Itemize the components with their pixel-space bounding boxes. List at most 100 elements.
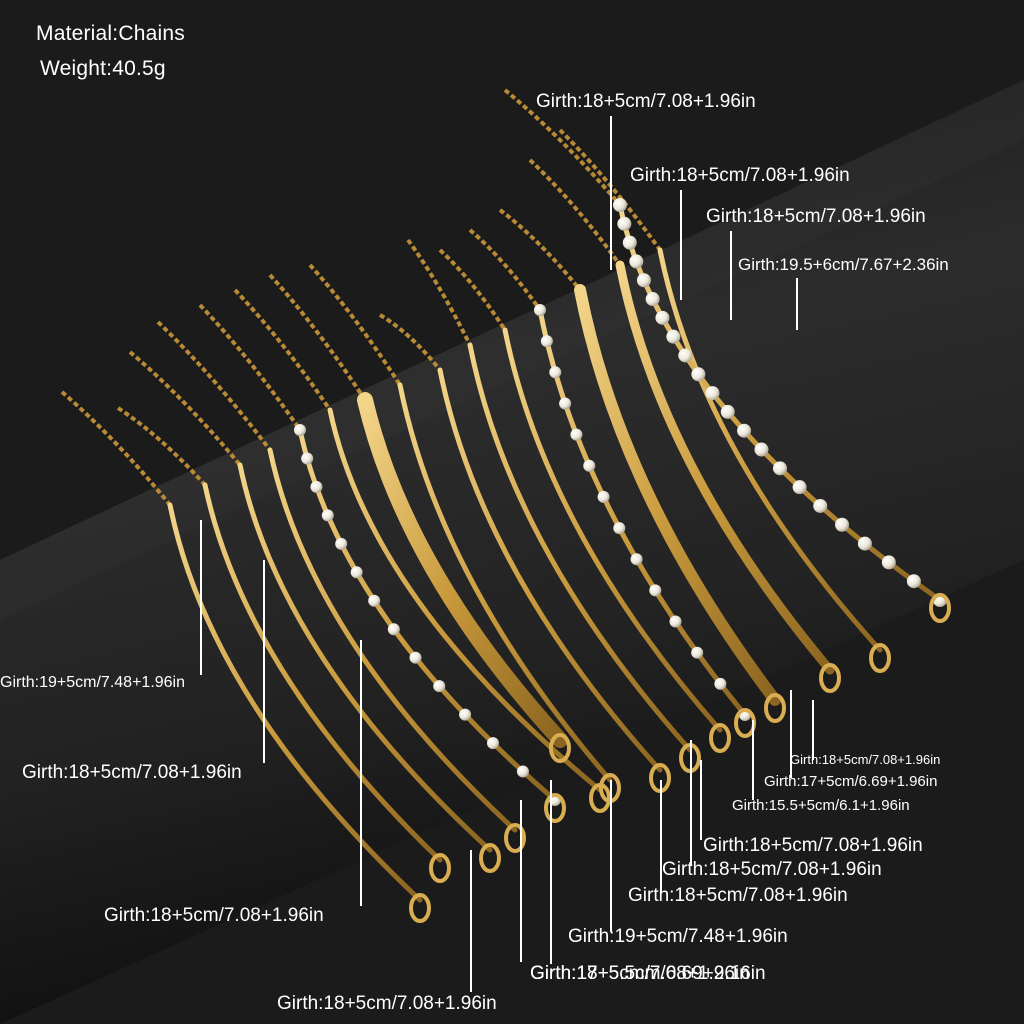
- girth-label: Girth:18+5cm/7.08+1.96in: [536, 91, 756, 112]
- leader-line: [550, 780, 552, 964]
- girth-label: Girth:18+5cm/7.08+1.96in: [22, 762, 242, 783]
- girth-label: Girth:18+5cm/7.08+1.96in: [104, 905, 324, 926]
- bracelet-strand: [357, 392, 568, 748]
- girth-label: Girth:18+5cm/7.08+1.96in: [530, 963, 750, 984]
- extender-chain: [438, 248, 507, 332]
- extender-chain: [378, 313, 442, 372]
- leader-line: [610, 780, 612, 932]
- leader-line: [263, 560, 265, 763]
- pearl-bead: [387, 623, 400, 636]
- leader-line: [700, 760, 702, 840]
- pearl-bead: [630, 553, 643, 566]
- bracelet-strand: [237, 462, 493, 853]
- lobster-clasp: [709, 723, 731, 753]
- extender-chain: [268, 273, 367, 402]
- pearl-bead: [705, 386, 720, 401]
- pearl-bead: [368, 594, 381, 607]
- pearl-bead: [301, 452, 314, 465]
- pearl-bead: [669, 615, 682, 628]
- pearl-bead: [691, 367, 706, 382]
- pearl-bead: [714, 677, 727, 690]
- material-spec: Material:Chains: [36, 22, 185, 45]
- extender-chain: [308, 263, 402, 387]
- extender-chain: [60, 390, 172, 507]
- leader-line: [680, 190, 682, 300]
- girth-label: Girth:18+5cm/7.08+1.96in: [706, 206, 926, 227]
- bracelet-strand: [657, 247, 883, 653]
- girth-label: Girth:19+5cm/7.48+1.96in: [0, 674, 186, 691]
- girth-label: Girth:17+5cm/6.69+1.96in: [764, 773, 938, 790]
- pearl-bead: [617, 216, 632, 231]
- pearl-bead: [459, 708, 472, 721]
- pearl-bead: [310, 480, 323, 493]
- leader-line: [200, 520, 202, 675]
- pearl-bead: [720, 404, 735, 419]
- bracelet-strand: [537, 307, 748, 718]
- pearl-bead: [622, 235, 637, 250]
- pearl-bead: [597, 490, 610, 503]
- pearl-bead: [350, 566, 363, 579]
- pearl-bead: [570, 428, 583, 441]
- lobster-clasp: [544, 793, 566, 823]
- bracelet-strand: [574, 284, 781, 706]
- bracelet-strand: [615, 260, 835, 675]
- leader-line: [730, 231, 732, 320]
- extender-chain: [498, 208, 582, 292]
- girth-label: Girth:19+5cm/7.48+1.96in: [568, 926, 788, 947]
- pearl-bead: [857, 536, 872, 551]
- bracelet-strand: [437, 367, 663, 773]
- pearl-bead: [754, 442, 769, 457]
- leader-line: [796, 278, 798, 330]
- extender-chain: [116, 406, 207, 487]
- pearl-bead: [645, 292, 660, 307]
- pearl-bead: [813, 498, 828, 513]
- lobster-clasp: [504, 823, 526, 853]
- extender-chain: [128, 350, 242, 467]
- pearl-bead: [636, 273, 651, 288]
- pearl-bead: [835, 517, 850, 532]
- girth-label: Girth:18+5cm/7.08+1.96in: [630, 165, 850, 186]
- pearl-bead: [655, 310, 670, 325]
- lobster-clasp: [869, 643, 891, 673]
- pearl-bead: [613, 198, 627, 212]
- pearl-bead: [486, 737, 499, 750]
- leader-line: [470, 850, 472, 992]
- girth-label: Girth:18+5cm/7.08+1.96in: [662, 859, 882, 880]
- leader-line: [812, 700, 814, 760]
- lobster-clasp: [409, 893, 431, 923]
- bracelet-group: [60, 88, 951, 923]
- leader-line: [360, 640, 362, 906]
- bracelet-strand: [267, 447, 518, 833]
- lobster-clasp: [929, 593, 951, 623]
- girth-label: Girth:19.5+6cm/7.67+2.36in: [738, 255, 949, 274]
- pearl-bead: [534, 304, 546, 316]
- pearl-bead: [666, 329, 681, 344]
- pearl-bead: [559, 397, 572, 410]
- pearl-bead: [649, 584, 662, 597]
- girth-label: Girth:18+5cm/7.08+1.96in: [790, 752, 941, 767]
- bracelet-strand: [202, 482, 443, 863]
- girth-label: Girth:18+5cm/7.08+1.96in: [628, 885, 848, 906]
- pearl-bead: [691, 646, 704, 659]
- pearl-bead: [549, 366, 562, 379]
- extender-chain: [233, 288, 332, 412]
- pearl-bead: [792, 480, 807, 495]
- girth-label: Girth:15.5+5cm/6.1+1.96in: [732, 797, 910, 814]
- extender-chain: [503, 88, 622, 207]
- bracelet-strand: [167, 502, 423, 903]
- extender-chain: [468, 228, 542, 312]
- bracelet-strand: [297, 427, 558, 803]
- lobster-clasp: [429, 853, 451, 883]
- pearl-bead: [737, 423, 752, 438]
- leader-line: [752, 720, 754, 800]
- lobster-clasp: [819, 663, 841, 693]
- girth-label: Girth:18+5cm/7.08+1.96in: [277, 993, 497, 1014]
- lobster-clasp: [549, 733, 571, 763]
- pearl-bead: [629, 254, 644, 269]
- pearl-bead: [678, 348, 693, 363]
- bracelet-strand: [502, 327, 723, 733]
- weight-spec: Weight:40.5g: [40, 57, 166, 80]
- leader-line: [790, 690, 792, 778]
- leader-line: [520, 800, 522, 962]
